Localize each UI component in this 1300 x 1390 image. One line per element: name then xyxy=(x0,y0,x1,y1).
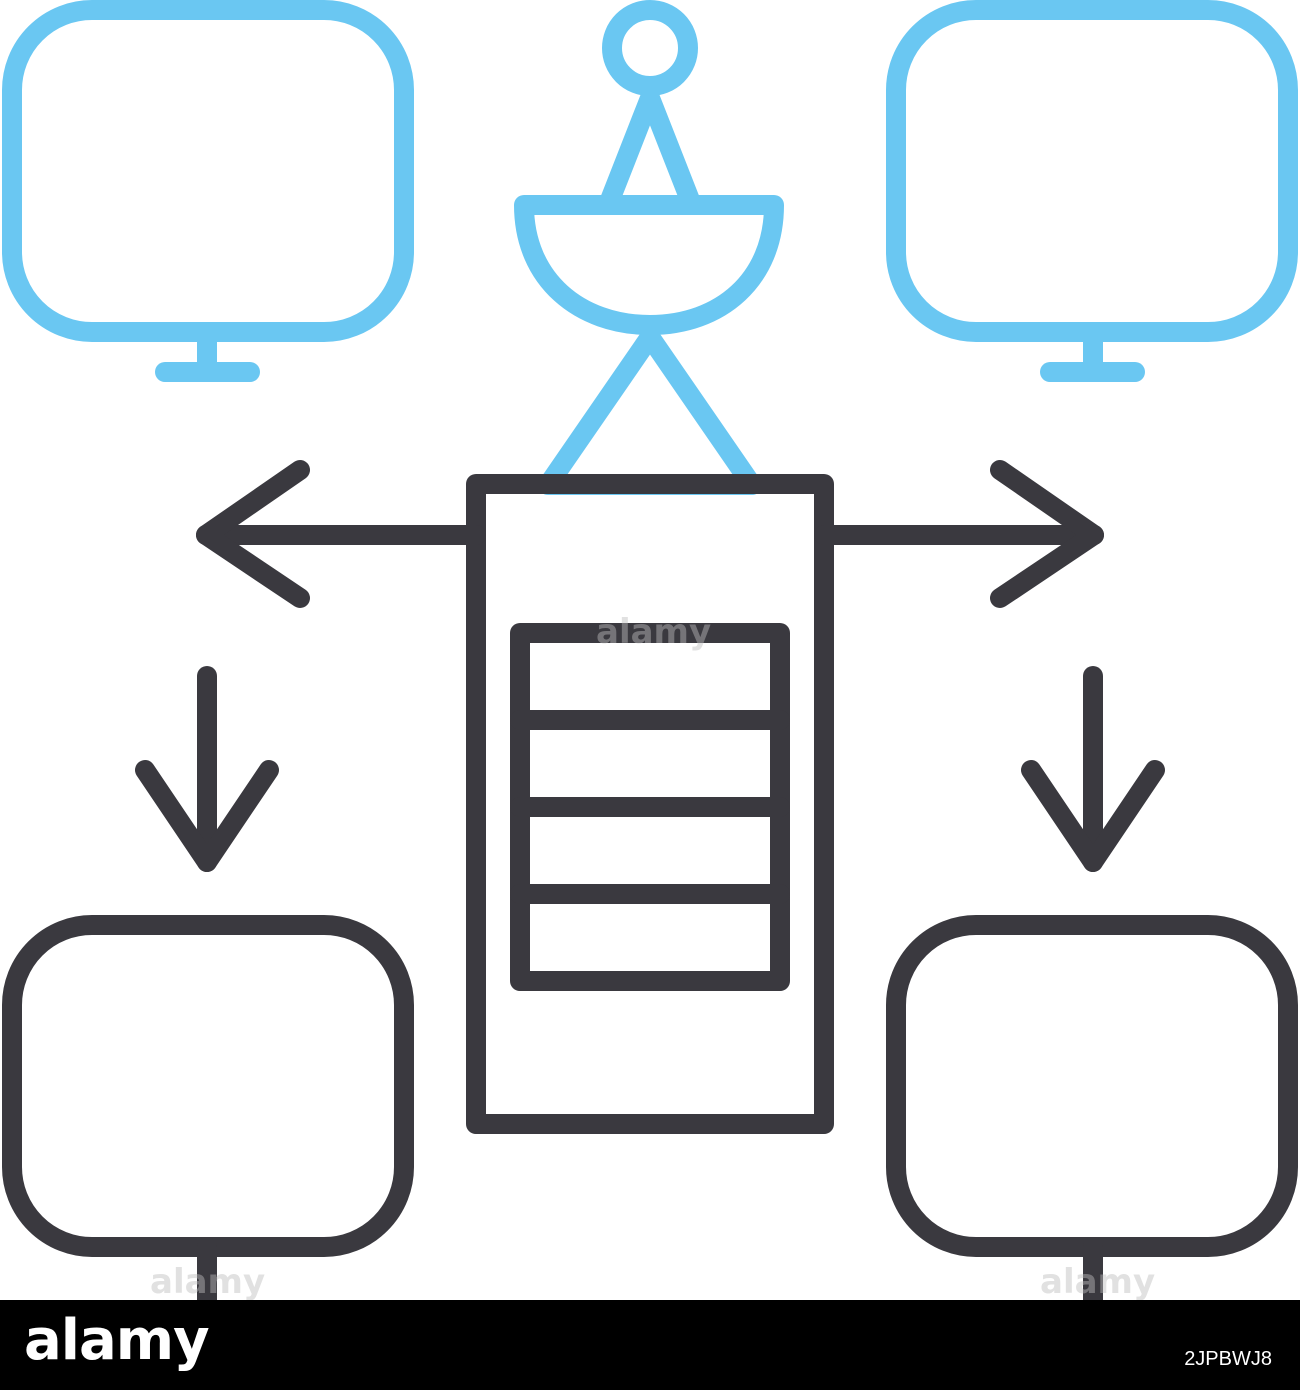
down-arrow-icon xyxy=(1021,666,1165,872)
watermark: alamy xyxy=(150,1262,266,1302)
server-rack-icon xyxy=(466,474,834,1134)
icon-canvas: alamy alamy alamy xyxy=(2,0,1298,1310)
alamy-logo: alamy xyxy=(24,1308,210,1373)
image-id: 2JPBWJ8 xyxy=(1184,1348,1272,1370)
watermark: alamy xyxy=(596,612,712,652)
monitor-icon xyxy=(2,915,414,1310)
monitor-icon xyxy=(886,0,1298,382)
right-arrow-icon xyxy=(814,460,1104,608)
watermark: alamy xyxy=(1040,1262,1156,1302)
footer-bar: alamy 2JPBWJ8 xyxy=(0,1300,1300,1390)
monitor-icon xyxy=(886,915,1298,1310)
satellite-dish-icon xyxy=(514,0,784,495)
monitor-icon xyxy=(2,0,414,382)
down-arrow-icon xyxy=(135,666,279,872)
left-arrow-icon xyxy=(196,460,486,608)
network-distribution-diagram xyxy=(2,0,1298,1310)
